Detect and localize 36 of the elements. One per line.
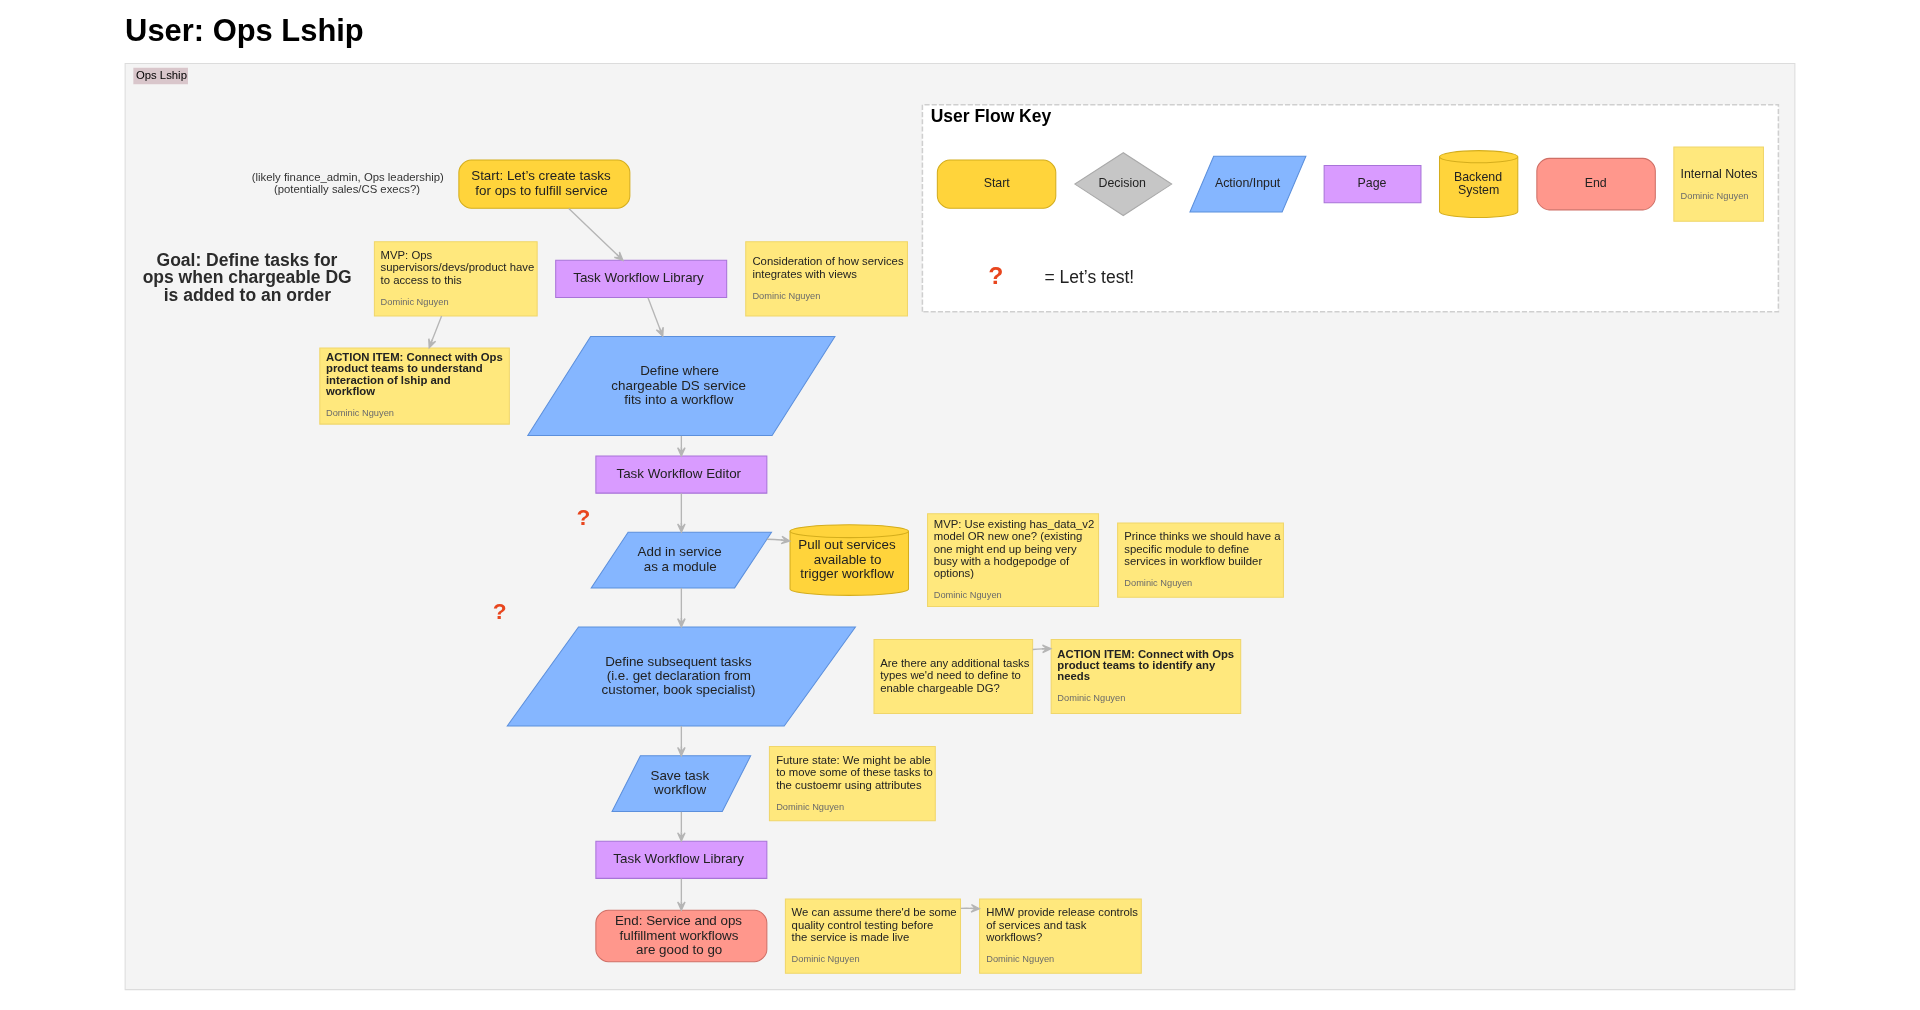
arrow	[428, 314, 443, 348]
label: (likely finance_admin, Ops leadership) (potentially sales/CS execs?)	[251, 170, 444, 195]
node-box: MVP: Use existing has_data_v2 model OR new one? (existing one might end up being very busy with a hodgepodge of options) Dominic Nguyen	[927, 512, 1100, 607]
node-box: MVP: Ops supervisors/devs/product have to access to this Dominic Nguyen	[373, 240, 538, 316]
arrow	[677, 810, 686, 842]
arrow	[1032, 643, 1052, 653]
node-box: Consideration of how services integrates with views Dominic Nguyen	[745, 240, 908, 316]
arrow	[677, 877, 686, 911]
node-box: End: Service and ops fulfillment workflows are good to go	[595, 909, 768, 962]
label: Goal: Define tasks for ops when chargeable DG is added to an order	[142, 249, 352, 305]
node-label: ?	[492, 597, 507, 624]
node-box: Task Workflow Library	[595, 840, 768, 879]
diagram-title: User: Ops Lship	[125, 12, 364, 48]
node-box: ACTION ITEM: Connect with Ops product teams to understand interaction of lship and workflow Dominic Nguyen	[319, 346, 510, 425]
node-box: Start: Let’s create tasks for ops to fulfill service	[458, 158, 631, 209]
node-box: Task Workflow Library	[555, 259, 728, 298]
node-diamond: Decision	[1073, 151, 1173, 216]
node-box: ACTION ITEM: Connect with Ops product teams to identify any needs Dominic Nguyen	[1050, 638, 1242, 714]
arrow	[568, 207, 624, 261]
node-box: Prince thinks we should have a specific module to define services in workflow builder Dominic Nguyen	[1117, 522, 1284, 598]
node-box: We can assume there'd be some quality control testing before the service is made live Dominic Nguyen	[784, 897, 962, 974]
node-box: End	[1536, 157, 1656, 210]
node-box: Task Workflow Editor	[595, 455, 768, 494]
label: ?	[988, 261, 1004, 289]
node-box: Start	[936, 158, 1057, 209]
node-box: Are there any additional tasks types we'd need to define to enable chargeable DG?	[873, 638, 1034, 714]
node-box: Page	[1323, 164, 1422, 203]
node-box: Future state: We might be able to move some of these tasks to the custoemr using attributes Dominic Nguyen	[768, 745, 936, 821]
node-box: Internal Notes Dominic Nguyen	[1673, 146, 1764, 222]
arrow	[677, 586, 686, 628]
arrow	[647, 296, 664, 337]
node-box: HMW provide release controls of services and task workflows? Dominic Nguyen	[979, 897, 1142, 974]
arrow	[677, 724, 686, 756]
arrow	[677, 492, 686, 533]
label: = Let’s test!	[1044, 266, 1135, 287]
node-label: ?	[576, 503, 591, 530]
